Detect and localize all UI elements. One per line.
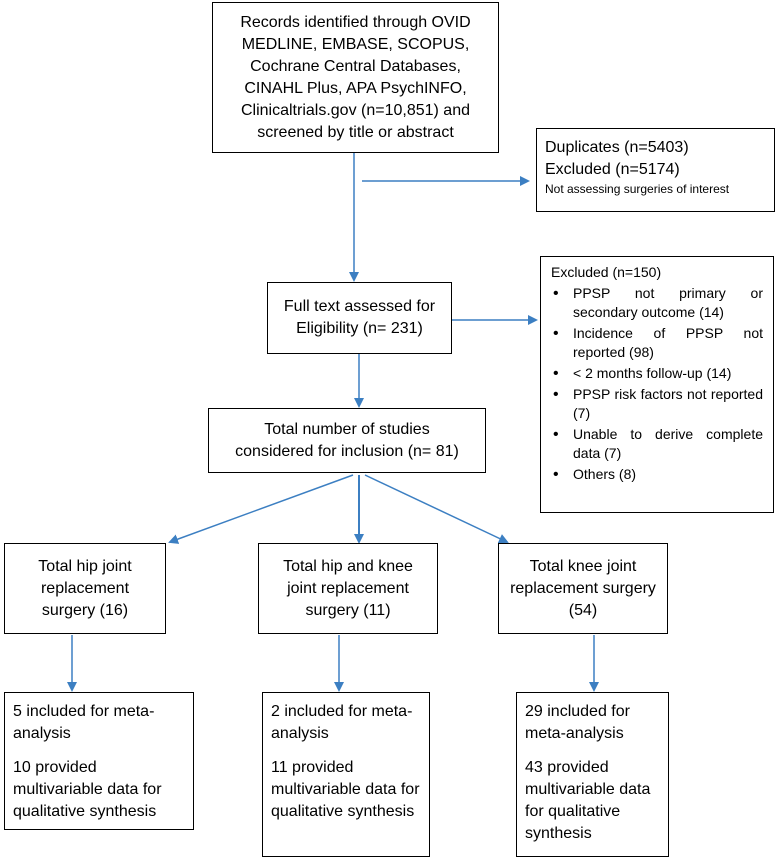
knee-results-box: 29 included for meta-analysis 43 provide…: [516, 692, 669, 857]
records-identified-text: Records identified through OVID MEDLINE,…: [240, 13, 471, 141]
arrow-to-hip: [168, 474, 354, 544]
exclusion-reason: Incidence of PPSP not reported (98): [551, 324, 763, 362]
exclusion-reasons-list: PPSP not primary or secondary outcome (1…: [551, 284, 763, 484]
excluded-fulltext-title: Excluded (n=150): [551, 264, 662, 280]
hipknee-qual-text: 11 provided multivariable data for quali…: [271, 759, 420, 820]
exclusion-reason: Unable to derive complete data (7): [551, 425, 763, 463]
hipknee-label: Total hip and knee joint replacement sur…: [283, 557, 413, 619]
hipknee-box: Total hip and knee joint replacement sur…: [258, 543, 438, 634]
fulltext-box: Full text assessed for Eligibility (n= 2…: [267, 282, 452, 354]
hipknee-results-box: 2 included for meta-analysis 11 provided…: [262, 692, 430, 857]
exclusion-reason: PPSP risk factors not reported (7): [551, 385, 763, 423]
hip-results-box: 5 included for meta-analysis 10 provided…: [4, 692, 194, 830]
hip-qual-text: 10 provided multivariable data for quali…: [13, 759, 162, 820]
exclusion-reason: Others (8): [551, 465, 763, 484]
records-identified-box: Records identified through OVID MEDLINE,…: [212, 2, 499, 153]
duplicates-text: Duplicates (n=5403): [545, 139, 689, 156]
excluded-screening-text: Excluded (n=5174): [545, 161, 680, 178]
hip-meta-text: 5 included for meta-analysis: [13, 703, 155, 742]
knee-qual-text: 43 provided multivariable data for quali…: [525, 759, 651, 842]
excluded-screening-box: Duplicates (n=5403) Excluded (n=5174) No…: [536, 128, 775, 212]
hip-label: Total hip joint replacement surgery (16): [38, 557, 132, 619]
knee-label: Total knee joint replacement surgery (54…: [510, 557, 656, 619]
fulltext-text: Full text assessed for Eligibility (n= 2…: [283, 298, 436, 337]
considered-box: Total number of studies considered for i…: [208, 408, 486, 473]
hip-box: Total hip joint replacement surgery (16): [4, 543, 166, 634]
excluded-screening-reason: Not assessing surgeries of interest: [545, 182, 730, 196]
arrow-to-knee: [364, 474, 509, 544]
hipknee-meta-text: 2 included for meta-analysis: [271, 703, 413, 742]
knee-box: Total knee joint replacement surgery (54…: [498, 543, 668, 634]
exclusion-reason: PPSP not primary or secondary outcome (1…: [551, 284, 763, 322]
considered-text: Total number of studies considered for i…: [235, 420, 459, 460]
knee-meta-text: 29 included for meta-analysis: [525, 703, 630, 742]
exclusion-reason: < 2 months follow-up (14): [551, 364, 763, 383]
excluded-fulltext-box: Excluded (n=150) PPSP not primary or sec…: [540, 256, 774, 513]
